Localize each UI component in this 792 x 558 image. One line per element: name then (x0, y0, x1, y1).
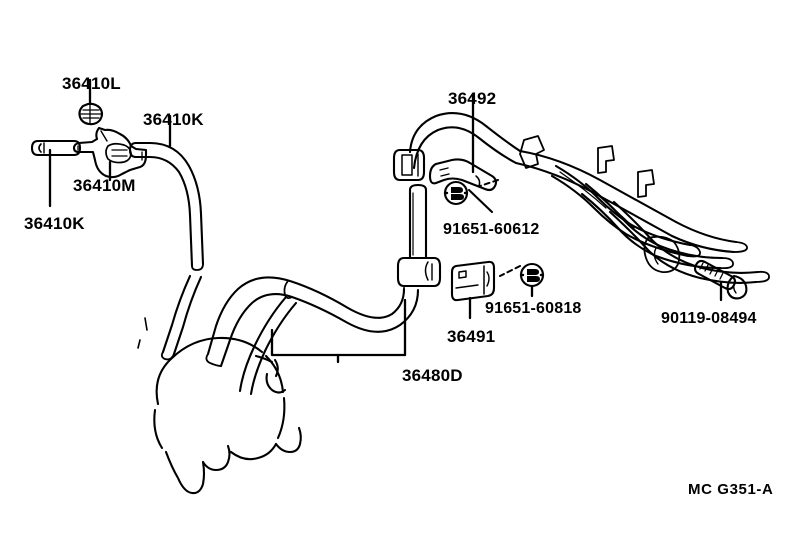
part-vertical-standpipe (396, 183, 442, 293)
part-clamp-36491 (450, 260, 496, 302)
part-label-36410l: 36410L (62, 74, 121, 93)
part-tube-secondary-branch (238, 295, 298, 396)
leader-91651-60612 (467, 188, 494, 214)
part-tee-connector-36410m (72, 126, 148, 179)
dash-91651-60818 (499, 265, 521, 277)
part-label-36410k-left: 36410K (24, 214, 85, 233)
part-label-91651-60818: 91651-60818 (485, 300, 582, 317)
part-label-90119-08494: 90119-08494 (661, 310, 757, 327)
leader-lines (48, 78, 723, 364)
marker-circled-b-upper (443, 180, 469, 206)
part-hose-harness (514, 135, 770, 284)
part-hose-36410k-right (128, 141, 205, 271)
part-label-36480d: 36480D (402, 366, 463, 385)
part-label-36410m: 36410M (73, 176, 136, 195)
part-upper-hose-arc (392, 112, 522, 182)
part-grommet-36410l (78, 102, 104, 126)
leader-36480d-bracket (270, 328, 407, 357)
part-clamp-36492 (428, 158, 498, 192)
part-stud-bolt-90119 (693, 259, 748, 300)
part-label-36492: 36492 (448, 89, 497, 108)
part-hose-36410k-left (30, 139, 82, 157)
part-hose-lower-left-run (160, 274, 203, 361)
part-engine-phantom-outline (137, 317, 302, 495)
part-label-36491: 36491 (447, 327, 496, 346)
part-label-footer: MC G351-A (688, 481, 774, 498)
part-label-36410k-top: 36410K (143, 110, 204, 129)
marker-circled-b-lower (519, 262, 545, 288)
part-label-91651-60612: 91651-60612 (443, 221, 540, 238)
part-tube-36480d (205, 276, 420, 368)
dash-91651-60612 (479, 179, 499, 187)
